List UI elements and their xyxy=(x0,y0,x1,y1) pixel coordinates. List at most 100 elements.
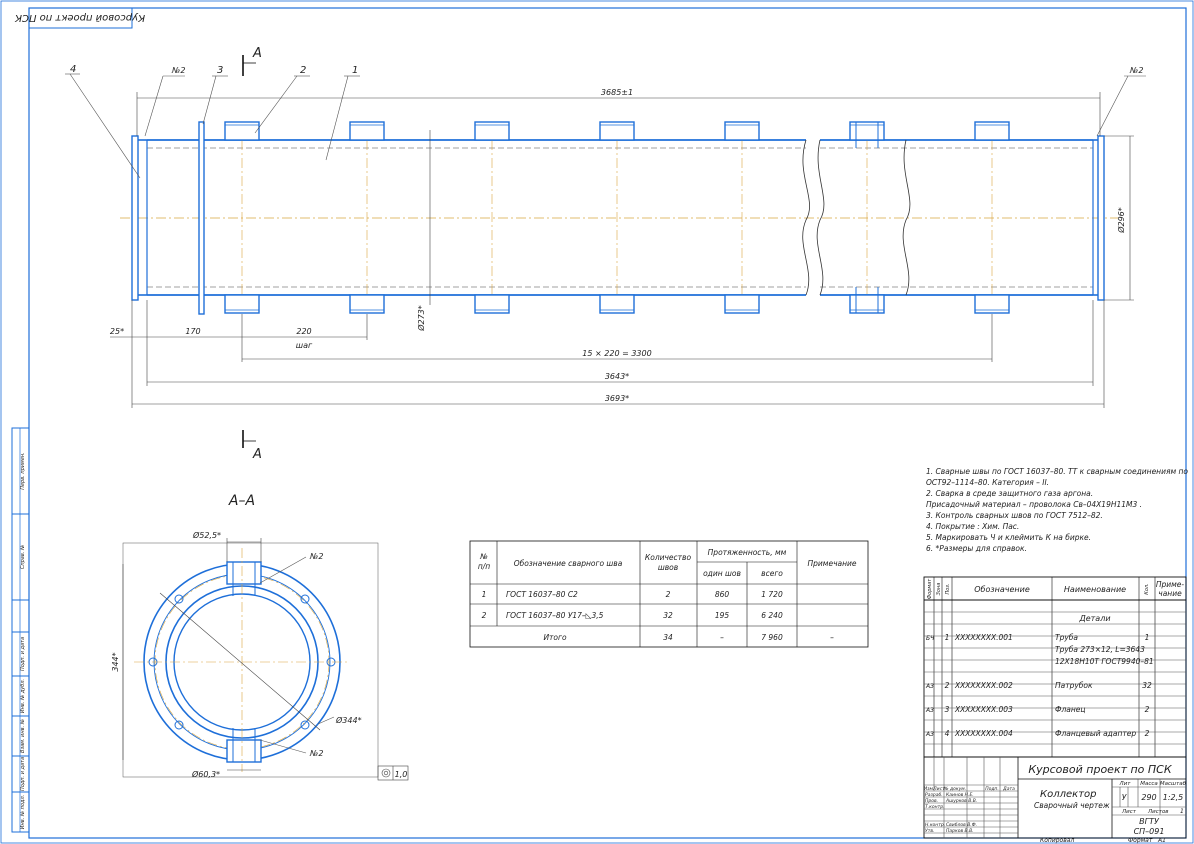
weld-table: № п/п Обозначение сварного шва Количеств… xyxy=(469,540,869,648)
footer-copied: Копировал xyxy=(1040,837,1074,844)
rotated-title-text: Курсовой проект по ПСК xyxy=(14,12,145,23)
wt-r2-count: 32 xyxy=(663,611,673,620)
flange-adapter-right xyxy=(1097,135,1105,301)
tb-subtitle: Сварочный чертеж xyxy=(1034,801,1110,810)
side-stamp-2: Справ. № xyxy=(20,545,26,569)
note-line-1: 1. Сварные швы по ГОСТ 16037–80. ТТ к св… xyxy=(926,467,1188,476)
spec-r6-pos: 4 xyxy=(945,729,950,738)
wt-r2-total: 6 240 xyxy=(761,611,783,620)
section-view: А–А Ø52,5* №2 xyxy=(111,493,409,781)
wt-r1-no: 1 xyxy=(482,590,487,599)
side-stamp: Перв. примен. Справ. № Подп. и дата Инв.… xyxy=(11,427,30,833)
spec-r5-fmt: А3 xyxy=(925,707,934,714)
spec-r1-qty: 1 xyxy=(1145,633,1150,642)
pipe-main-view: А А 4 №2 3 2 1 №2 xyxy=(65,46,1146,462)
tb-date: Дата xyxy=(1002,786,1015,792)
tb-h-mass: Масса xyxy=(1140,781,1158,787)
dim-pattern: 15 × 220 = 3300 xyxy=(582,349,651,358)
wt-r1-one: 860 xyxy=(715,590,730,599)
leader-4: 4 xyxy=(70,64,76,75)
dimensions-main: 3685±1 Ø296* Ø273* 25* 170 220 шаг 15 × … xyxy=(110,88,1134,408)
leader-1: 1 xyxy=(352,65,358,76)
dim-170: 170 xyxy=(185,327,200,336)
tb-list: Лист xyxy=(932,786,945,792)
spec-r6-des: XXXXXXXX.004 xyxy=(954,729,1013,738)
wt-total-total: 7 960 xyxy=(761,633,783,642)
spec-r5-name: Фланец xyxy=(1055,705,1085,714)
wt-h-total: всего xyxy=(761,569,783,578)
spec-r2-name: Труба 273×12, L=3643 xyxy=(1055,645,1145,654)
spec-h-note2: чание xyxy=(1158,589,1182,598)
dim-nozzle-bottom: Ø60,3* xyxy=(191,769,220,779)
tb-project: Курсовой проект по ПСК xyxy=(1028,763,1173,776)
note-line-7: 5. Маркировать Ч и клеймить К на бирке. xyxy=(926,533,1091,542)
tb-sign: Подп. xyxy=(985,786,999,792)
tb-nkontr: Н.контр. xyxy=(925,822,945,828)
section-no2-b: №2 xyxy=(309,749,323,758)
wt-h-length: Протяженность, мм xyxy=(708,548,787,557)
leader-no2-left: №2 xyxy=(171,66,185,75)
dim-pipe-diameter: Ø273* xyxy=(416,305,426,332)
spec-r1-pos: 1 xyxy=(945,633,950,642)
spec-h-format: Формат xyxy=(927,578,933,599)
footer-format: Формат xyxy=(1128,837,1153,844)
wt-h-count: Количество xyxy=(645,553,692,562)
tb-p3: Свиблов В.Ф. xyxy=(946,822,977,828)
position-leaders: 4 №2 3 2 1 №2 xyxy=(65,64,1146,179)
section-letter-bottom: А xyxy=(252,447,262,462)
roughness-value: 1,0 xyxy=(395,770,408,779)
spec-r5-qty: 2 xyxy=(1145,705,1150,714)
tb-utv: Утв. xyxy=(925,828,934,834)
spec-r6-name: Фланцевый адаптер xyxy=(1055,729,1136,738)
side-stamp-3: Подп. и дата xyxy=(20,637,26,671)
side-stamp-4: Инв. № дубл. xyxy=(20,679,26,713)
spec-h-pos: Поз. xyxy=(945,583,951,594)
dim-overall-top: 3685±1 xyxy=(601,88,633,97)
nozzles xyxy=(224,121,1010,314)
spec-h-designation: Обозначение xyxy=(974,585,1030,594)
spec-h-name: Наименование xyxy=(1064,585,1126,594)
wt-h-note: Примечание xyxy=(808,559,857,568)
break-line-right xyxy=(816,139,825,296)
tb-doc: № докум. xyxy=(943,786,966,792)
wt-r1-total: 1 720 xyxy=(761,590,783,599)
technical-notes: 1. Сварные швы по ГОСТ 16037–80. ТТ к св… xyxy=(926,467,1188,553)
spec-r3-name: 12Х18Н10Т ГОСТ9940–81 xyxy=(1055,657,1154,666)
dim-d344: Ø344* xyxy=(335,715,362,725)
tb-sheets-val: 1 xyxy=(1180,808,1184,815)
note-line-8: 6. *Размеры для справок. xyxy=(926,544,1027,553)
tb-h-lit: Лит xyxy=(1119,781,1132,787)
note-line-2: ОСТ92–1114–80. Категория – II. xyxy=(926,478,1049,487)
flange-adapter-left xyxy=(131,135,139,301)
tb-mass: 290 xyxy=(1141,793,1156,802)
wt-h-designation: Обозначение сварного шва xyxy=(514,559,623,568)
tb-org: ВГТУ xyxy=(1139,817,1160,826)
dim-3693: 3693* xyxy=(605,394,629,403)
wt-h-no: № xyxy=(479,552,488,561)
rotated-title-stamp: Курсовой проект по ПСК xyxy=(14,7,145,29)
break-line-left xyxy=(802,139,810,296)
dim-nozzle-top: Ø52,5* xyxy=(192,530,221,540)
section-mark-bottom: А xyxy=(242,430,262,462)
wt-r2-one: 195 xyxy=(715,611,730,620)
tb-sheets: Листов xyxy=(1147,809,1169,815)
wt-total-one: – xyxy=(720,633,724,642)
tb-izm: Изм. xyxy=(924,786,935,792)
dim-flange-diameter: Ø296* xyxy=(1116,207,1126,234)
spec-r4-des: XXXXXXXX.002 xyxy=(954,681,1013,690)
tb-scale: 1:2,5 xyxy=(1163,793,1184,802)
tb-prov: Пров. xyxy=(925,798,938,804)
dim-220: 220 xyxy=(296,327,311,336)
leader-2: 2 xyxy=(300,65,306,76)
wt-h-one: один шов xyxy=(703,569,741,578)
spec-r1-name: Труба xyxy=(1055,633,1078,642)
spec-r6-qty: 2 xyxy=(1145,729,1150,738)
spec-h-note: Приме- xyxy=(1156,580,1185,589)
wt-r2-no: 2 xyxy=(482,611,487,620)
dim-step: шаг xyxy=(296,341,313,350)
flange-left xyxy=(198,121,205,315)
side-stamp-5: Взам. инв. № xyxy=(20,719,26,753)
side-stamp-6: Подп. и дата xyxy=(20,757,26,791)
wt-r2-des: ГОСТ 16037–80 У17–◺3,5 xyxy=(506,611,604,620)
spec-table: Формат Зона Поз. Обозначение Наименовани… xyxy=(923,576,1187,758)
